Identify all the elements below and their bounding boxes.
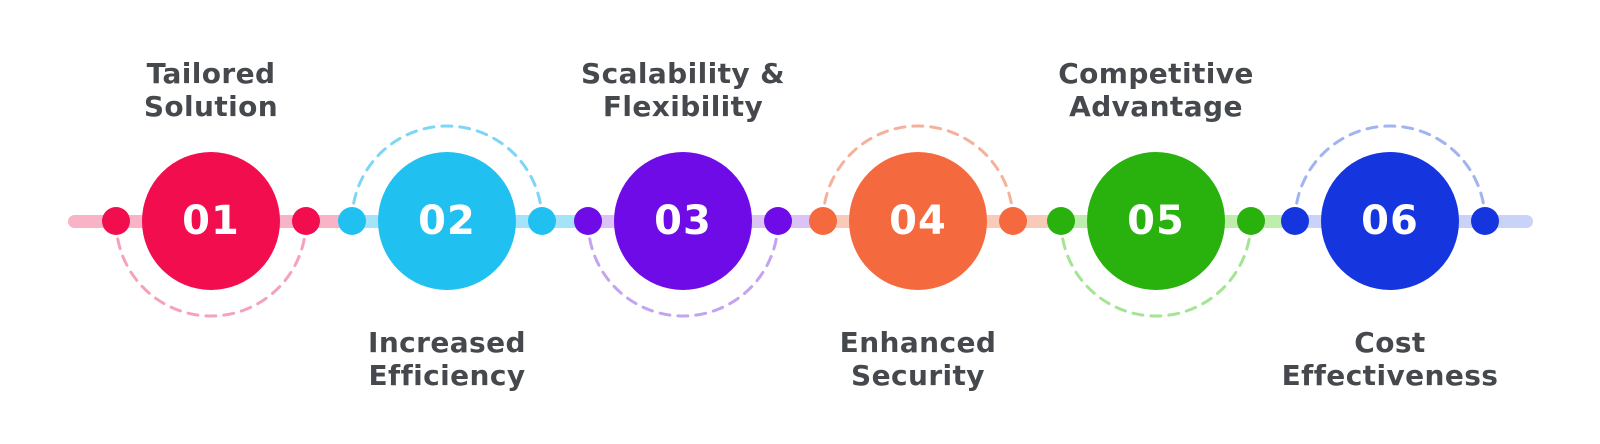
step-circle: 01: [142, 152, 280, 290]
step-label-line: Cost: [1354, 326, 1426, 359]
step-circle: 02: [378, 152, 516, 290]
connector-dot-left: [1281, 207, 1309, 235]
timeline-step-5: 05 Competitive Advantage: [1047, 0, 1265, 444]
timeline-step-4: 04 Enhanced Security: [809, 0, 1027, 444]
step-label-line: Solution: [143, 90, 279, 123]
step-number: 06: [1361, 198, 1419, 244]
step-number: 05: [1127, 198, 1185, 244]
step-label: Cost Effectiveness: [1220, 326, 1560, 392]
step-label-line: Advantage: [1069, 90, 1243, 123]
step-label-line: Tailored: [146, 57, 276, 90]
connector-dot-right: [999, 207, 1027, 235]
step-label: Scalability & Flexibility: [513, 57, 853, 123]
step-circle: 05: [1087, 152, 1225, 290]
step-label: Competitive Advantage: [986, 57, 1326, 123]
connector-dot-left: [102, 207, 130, 235]
timeline-step-6: 06 Cost Effectiveness: [1281, 0, 1499, 444]
step-label: Tailored Solution: [41, 57, 381, 123]
timeline-step-3: 03 Scalability & Flexibility: [574, 0, 792, 444]
step-label-line: Flexibility: [602, 90, 764, 123]
connector-dot-right: [292, 207, 320, 235]
step-label: Enhanced Security: [748, 326, 1088, 392]
step-label-line: Security: [851, 359, 985, 392]
connector-dot-left: [809, 207, 837, 235]
step-label-line: Effectiveness: [1281, 359, 1499, 392]
step-label: Increased Efficiency: [277, 326, 617, 392]
step-number: 02: [418, 198, 476, 244]
timeline-step-2: 02 Increased Efficiency: [338, 0, 556, 444]
connector-dot-right: [1237, 207, 1265, 235]
connector-dot-left: [574, 207, 602, 235]
step-number: 04: [889, 198, 947, 244]
step-label-line: Enhanced: [839, 326, 997, 359]
connector-dot-right: [764, 207, 792, 235]
step-number: 03: [654, 198, 712, 244]
step-label-line: Efficiency: [368, 359, 526, 392]
connector-dot-right: [1471, 207, 1499, 235]
step-circle: 03: [614, 152, 752, 290]
step-label-line: Competitive: [1058, 57, 1254, 90]
connector-dot-right: [528, 207, 556, 235]
step-circle: 04: [849, 152, 987, 290]
step-number: 01: [182, 198, 240, 244]
connector-dot-left: [1047, 207, 1075, 235]
connector-dot-left: [338, 207, 366, 235]
step-circle: 06: [1321, 152, 1459, 290]
step-label-line: Scalability &: [581, 57, 785, 90]
step-label-line: Increased: [368, 326, 526, 359]
